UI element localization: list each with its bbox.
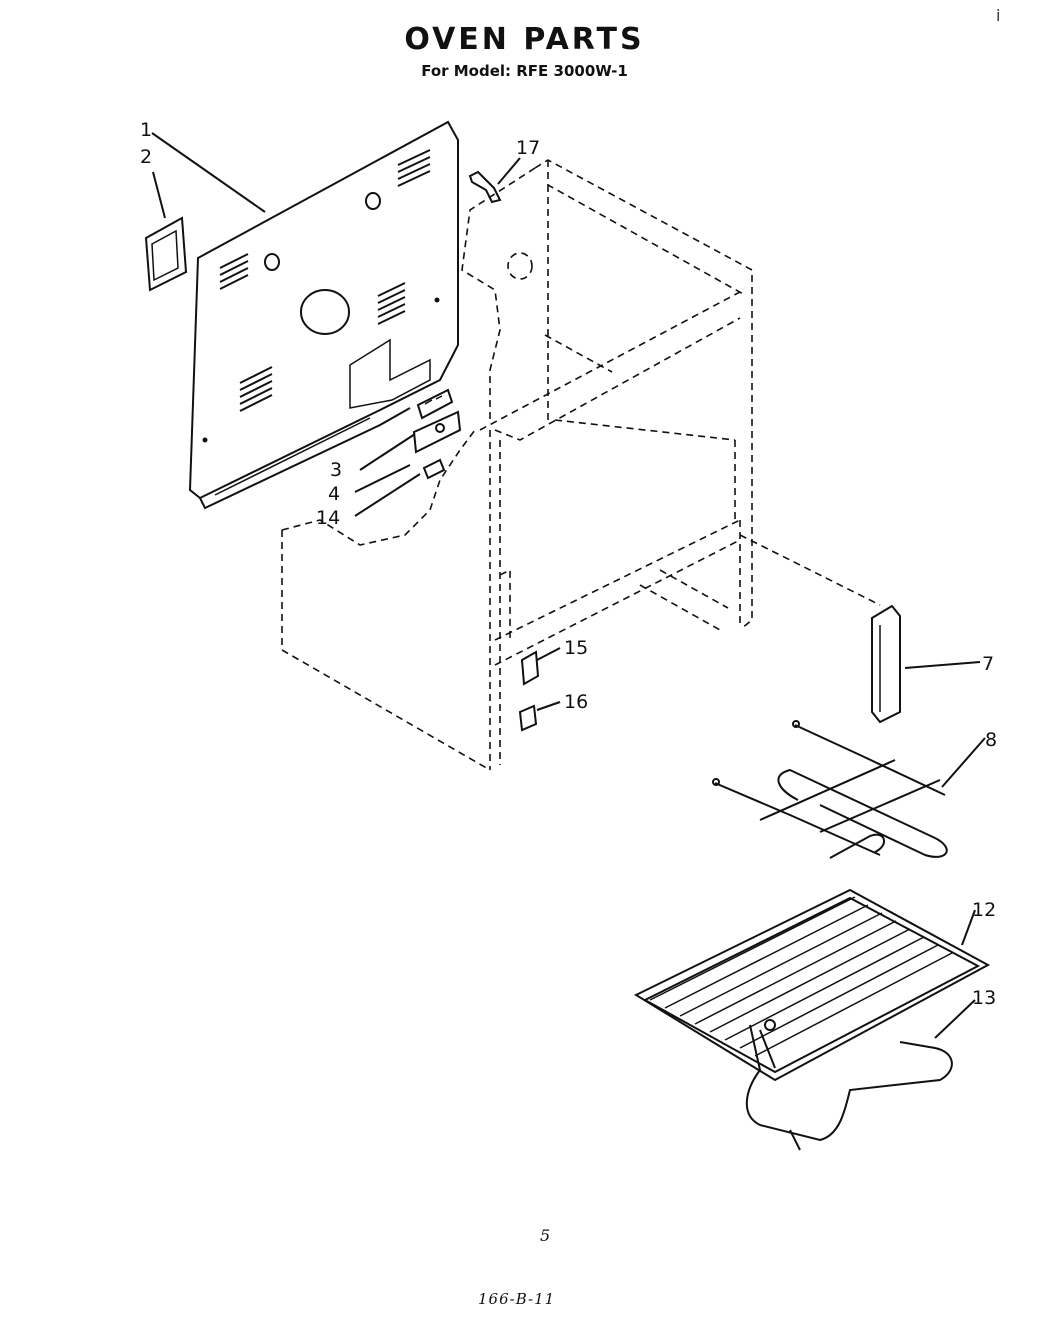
corner-mark: i xyxy=(996,6,1001,25)
callout-14: 14 xyxy=(316,507,340,529)
callout-13: 13 xyxy=(972,987,996,1009)
broil-element-part xyxy=(712,720,948,859)
clip-part xyxy=(518,650,540,732)
document-code: 166-B-11 xyxy=(478,1290,556,1308)
model-subtitle: For Model: RFE 3000W-1 xyxy=(421,62,628,80)
callout-17: 17 xyxy=(516,137,540,159)
rear-panel-part xyxy=(188,120,459,510)
page-number: 5 xyxy=(540,1226,551,1245)
bake-element-part xyxy=(745,1019,953,1151)
range-cabinet-outline xyxy=(281,159,753,771)
cover-plate-part xyxy=(144,216,188,292)
callout-1: 1 xyxy=(140,119,152,141)
callout-15: 15 xyxy=(564,637,588,659)
callout-4: 4 xyxy=(328,483,340,505)
oven-rack-part xyxy=(633,888,991,1082)
callout-12: 12 xyxy=(972,899,996,921)
callout-16: 16 xyxy=(564,691,588,713)
bracket-part xyxy=(468,170,502,204)
callout-8: 8 xyxy=(985,729,997,751)
terminal-block-part xyxy=(412,388,462,480)
diagram-title: OVEN PARTS xyxy=(404,22,645,57)
callout-7: 7 xyxy=(982,653,994,675)
callout-2: 2 xyxy=(140,146,152,168)
leader-lines xyxy=(151,132,986,1039)
side-trim-part xyxy=(739,534,901,724)
callout-3: 3 xyxy=(330,459,342,481)
